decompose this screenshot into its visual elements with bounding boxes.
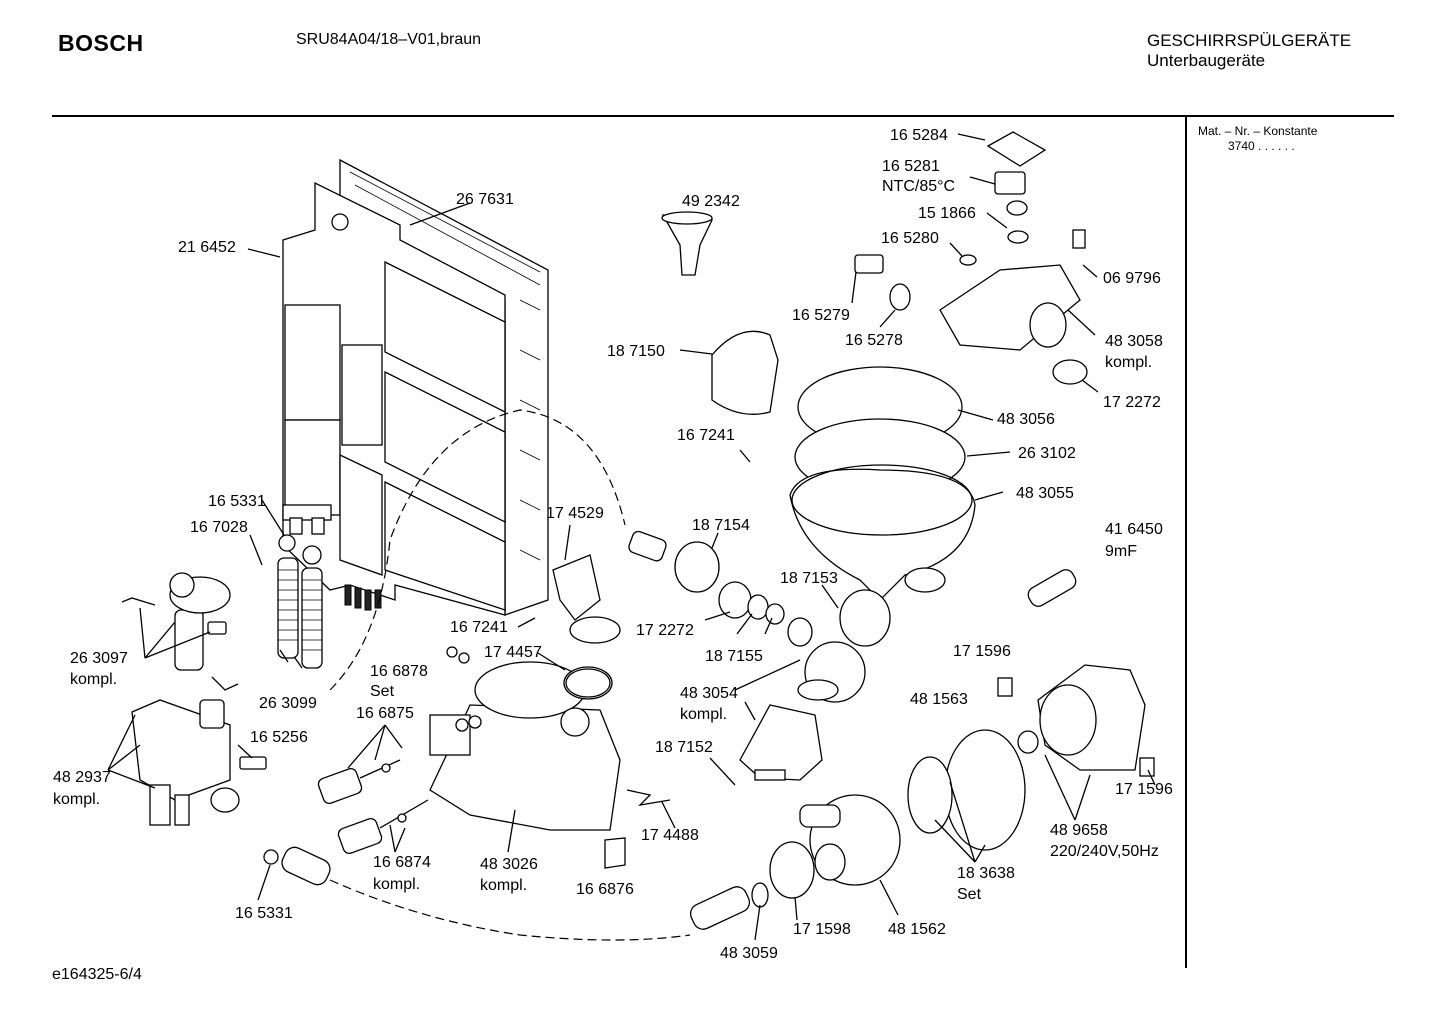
connector-18-7154-set (628, 530, 813, 647)
pressure-switch-cap (565, 668, 611, 698)
label-15-1866: 15 1866 (918, 205, 976, 222)
label-18-3638-note: Set (957, 886, 982, 903)
circulation-pump-motor (907, 664, 1155, 851)
label-16-5278: 16 5278 (845, 332, 903, 349)
capacitor-41-6450 (1027, 569, 1077, 607)
label-48-3058: 48 3058 (1105, 333, 1163, 350)
header-divider (52, 115, 1394, 117)
label-48-3026-note: kompl. (480, 877, 527, 894)
label-26-7631: 26 7631 (456, 191, 514, 208)
model-number: SRU84A04/18–V01,braun (296, 31, 482, 48)
label-48-3059: 48 3059 (720, 945, 778, 962)
material-constant-value: 3740 . . . . . . (1228, 139, 1295, 153)
label-26-3102: 26 3102 (1018, 445, 1076, 462)
label-18-7155: 18 7155 (705, 648, 763, 665)
label-16-6876: 16 6876 (576, 881, 634, 898)
solenoid-valves (317, 759, 429, 855)
label-41-6450-note: 9mF (1105, 543, 1137, 560)
label-41-6450: 41 6450 (1105, 521, 1163, 538)
label-18-7150: 18 7150 (607, 343, 665, 360)
label-48-3055: 48 3055 (1016, 485, 1074, 502)
funnel-49-2342 (661, 211, 713, 276)
label-16-7028: 16 7028 (190, 519, 248, 536)
category-label: GESCHIRRSPÜLGERÄTE (1147, 31, 1352, 50)
label-16-5284: 16 5284 (890, 127, 948, 144)
label-49-2342: 49 2342 (682, 193, 740, 210)
label-26-3099: 26 3099 (259, 695, 317, 712)
label-16-5331-top: 16 5331 (208, 493, 266, 510)
label-16-5280: 16 5280 (881, 230, 939, 247)
label-16-5279: 16 5279 (792, 307, 850, 324)
label-48-3058-note: kompl. (1105, 354, 1152, 371)
label-16-6878-note: Set (370, 683, 395, 700)
side-panel-divider (1185, 117, 1187, 968)
label-21-6452: 21 6452 (178, 239, 236, 256)
label-18-3638: 18 3638 (957, 865, 1015, 882)
label-16-6874: 16 6874 (373, 854, 431, 871)
label-16-6878: 16 6878 (370, 663, 428, 680)
label-06-9796: 06 9796 (1103, 270, 1161, 287)
routing-dashed-line-lower (329, 879, 691, 941)
material-constant-panel: Mat. – Nr. – Konstante 3740 . . . . . . (1198, 124, 1317, 154)
document-id: e164325-6/4 (52, 966, 142, 983)
label-17-1598: 17 1598 (793, 921, 851, 938)
label-16-5281: 16 5281 (882, 158, 940, 175)
label-16-5281-note: NTC/85°C (882, 178, 955, 195)
hoses (277, 534, 323, 669)
label-17-2272-bottom: 17 2272 (636, 622, 694, 639)
label-17-4457: 17 4457 (484, 644, 542, 661)
cover-18-7150 (711, 330, 779, 415)
label-48-2937-note: kompl. (53, 791, 100, 808)
heater-sensor-assembly (854, 131, 1088, 385)
label-17-4529: 17 4529 (546, 505, 604, 522)
brand-logo: BOSCH (58, 30, 144, 56)
label-17-1596-top: 17 1596 (953, 643, 1011, 660)
label-18-7152: 18 7152 (655, 739, 713, 756)
label-48-3054-note: kompl. (680, 706, 727, 723)
label-16-6875: 16 6875 (356, 705, 414, 722)
material-constant-label: Mat. – Nr. – Konstante (1198, 124, 1318, 138)
water-inlet-valve (131, 676, 267, 826)
label-16-7241-bottom: 16 7241 (450, 619, 508, 636)
label-48-1563: 48 1563 (910, 691, 968, 708)
callout-labels: 16 5284 16 5281 NTC/85°C 15 1866 16 5280… (53, 127, 1173, 962)
label-48-2937: 48 2937 (53, 769, 111, 786)
label-48-3026: 48 3026 (480, 856, 538, 873)
label-18-7153: 18 7153 (780, 570, 838, 587)
label-17-1596-bottom: 17 1596 (1115, 781, 1173, 798)
clip-17-4529 (552, 554, 621, 644)
drain-pump (769, 794, 901, 899)
label-17-4488: 17 4488 (641, 827, 699, 844)
label-17-2272-top: 17 2272 (1103, 394, 1161, 411)
insulation-panel (282, 181, 506, 616)
label-48-3054: 48 3054 (680, 685, 738, 702)
sump-assembly (789, 366, 976, 703)
label-16-5331-bottom: 16 5331 (235, 905, 293, 922)
label-48-1562: 48 1562 (888, 921, 946, 938)
flow-meter-assembly (121, 572, 231, 671)
drain-hose (263, 846, 769, 930)
subcategory-label: Unterbaugeräte (1147, 51, 1266, 70)
diverter-48-3054 (739, 704, 823, 781)
category-title: GESCHIRRSPÜLGERÄTE Unterbaugeräte (1147, 31, 1351, 71)
label-48-9658-note: 220/240V,50Hz (1050, 843, 1159, 860)
label-16-7241-top: 16 7241 (677, 427, 735, 444)
water-softener (429, 646, 671, 869)
routing-dashed-line (329, 409, 626, 691)
label-16-6874-note: kompl. (373, 876, 420, 893)
leader-lines (107, 133, 1156, 941)
label-16-5256: 16 5256 (250, 729, 308, 746)
label-48-3056: 48 3056 (997, 411, 1055, 428)
label-26-3097: 26 3097 (70, 650, 128, 667)
label-18-7154: 18 7154 (692, 517, 750, 534)
label-48-9658: 48 9658 (1050, 822, 1108, 839)
label-26-3097-note: kompl. (70, 671, 117, 688)
